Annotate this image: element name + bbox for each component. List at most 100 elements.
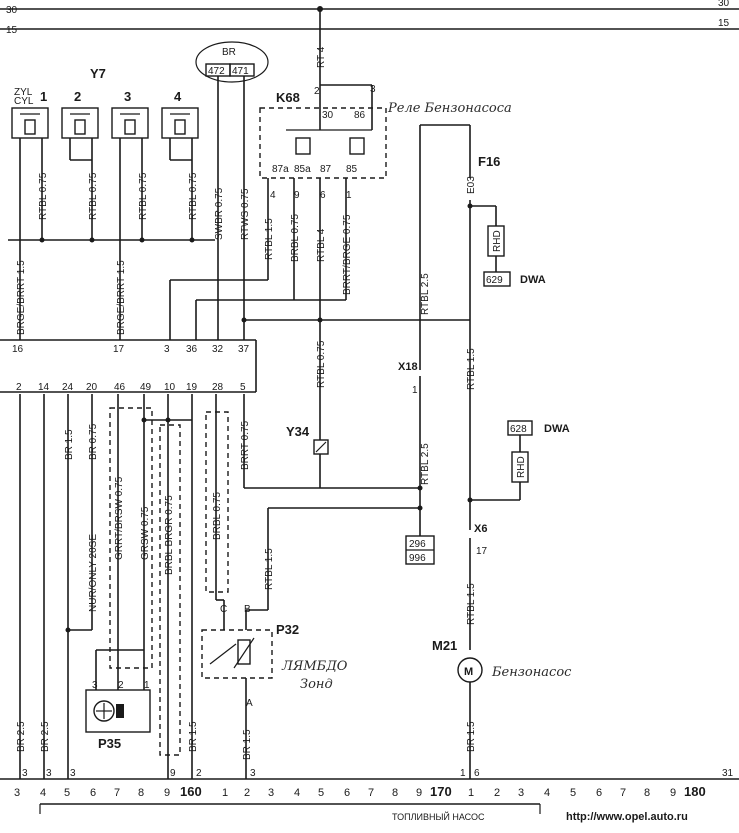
svg-text:628: 628 bbox=[510, 424, 527, 435]
svg-text:BRGE/BRRT 1.5: BRGE/BRRT 1.5 bbox=[16, 260, 27, 335]
svg-text:CYL: CYL bbox=[14, 96, 34, 107]
svg-text:87a: 87a bbox=[272, 164, 289, 175]
svg-text:3: 3 bbox=[268, 787, 274, 799]
svg-text:1: 1 bbox=[468, 787, 474, 799]
svg-text:E03: E03 bbox=[466, 176, 477, 194]
svg-text:30: 30 bbox=[322, 110, 334, 121]
svg-text:GRRT/BRSW 0.75: GRRT/BRSW 0.75 bbox=[114, 476, 125, 560]
svg-text:37: 37 bbox=[238, 344, 250, 355]
svg-text:P32: P32 bbox=[276, 622, 299, 637]
svg-text:10: 10 bbox=[164, 382, 176, 393]
svg-text:BRRT/BRGE 0.75: BRRT/BRGE 0.75 bbox=[342, 214, 353, 295]
svg-text:996: 996 bbox=[409, 553, 426, 564]
svg-text:3: 3 bbox=[124, 89, 131, 104]
svg-text:19: 19 bbox=[186, 382, 198, 393]
svg-text:7: 7 bbox=[620, 787, 626, 799]
svg-text:49: 49 bbox=[140, 382, 152, 393]
ecu-connector: 16 17 3 36 32 37 2 14 24 20 46 49 10 19 … bbox=[0, 339, 257, 393]
svg-text:2: 2 bbox=[74, 89, 81, 104]
svg-text:629: 629 bbox=[486, 275, 503, 286]
svg-text:RTBL 1.5: RTBL 1.5 bbox=[466, 348, 477, 390]
svg-text:8: 8 bbox=[392, 787, 398, 799]
svg-text:BRGE/BRRT 1.5: BRGE/BRRT 1.5 bbox=[116, 260, 127, 335]
svg-text:7: 7 bbox=[114, 787, 120, 799]
svg-text:15: 15 bbox=[718, 18, 730, 29]
p35-sensor: 3 2 1 P35 bbox=[85, 680, 151, 751]
rail-30: 30 30 bbox=[0, 0, 739, 16]
svg-text:2: 2 bbox=[16, 382, 22, 393]
svg-text:X18: X18 bbox=[398, 361, 418, 373]
svg-text:2: 2 bbox=[118, 680, 124, 691]
svg-text:BR 2.5: BR 2.5 bbox=[40, 721, 51, 752]
svg-text:RTBL 0.75: RTBL 0.75 bbox=[188, 172, 199, 220]
y7-injector-group: Y7 ZYL CYL 1 2 3 4 bbox=[11, 66, 199, 139]
svg-text:BR 1.5: BR 1.5 bbox=[242, 729, 253, 760]
svg-text:BR 0.75: BR 0.75 bbox=[88, 423, 99, 460]
svg-text:9: 9 bbox=[416, 787, 422, 799]
svg-text:BRRT 0.75: BRRT 0.75 bbox=[240, 420, 251, 470]
svg-text:30: 30 bbox=[6, 5, 18, 16]
svg-text:20: 20 bbox=[86, 382, 98, 393]
svg-text:16: 16 bbox=[12, 344, 24, 355]
svg-text:RTBL 1.5: RTBL 1.5 bbox=[264, 218, 275, 260]
svg-text:9: 9 bbox=[670, 787, 676, 799]
svg-text:4: 4 bbox=[294, 787, 300, 799]
svg-text:M21: M21 bbox=[432, 638, 457, 653]
br-connector: BR 472 471 bbox=[195, 41, 269, 83]
svg-text:14: 14 bbox=[38, 382, 50, 393]
svg-text:1: 1 bbox=[222, 787, 228, 799]
svg-text:2: 2 bbox=[244, 787, 250, 799]
footer-url[interactable]: http://www.opel.auto.ru bbox=[566, 811, 688, 823]
svg-text:2: 2 bbox=[314, 86, 320, 97]
dwa-628-group: 628 DWA RHD bbox=[507, 420, 570, 483]
m21-fuel-pump: M21 M Бензонасос bbox=[432, 638, 572, 683]
svg-text:17: 17 bbox=[476, 546, 488, 557]
f16-fuse: F16 E03 bbox=[466, 154, 500, 194]
svg-text:4: 4 bbox=[40, 787, 46, 799]
rail-15: 15 15 bbox=[0, 18, 739, 36]
svg-text:6: 6 bbox=[320, 190, 326, 201]
footer-caption: ТОПЛИВНЫЙ НАСОС bbox=[392, 811, 485, 822]
svg-text:8: 8 bbox=[644, 787, 650, 799]
svg-text:BRBL 0.75: BRBL 0.75 bbox=[290, 214, 301, 262]
svg-text:K68: K68 bbox=[276, 90, 300, 105]
y34-valve: Y34 bbox=[286, 424, 329, 455]
svg-text:RTBL 0.75: RTBL 0.75 bbox=[316, 340, 327, 388]
svg-text:X6: X6 bbox=[474, 523, 487, 535]
svg-text:9: 9 bbox=[294, 190, 300, 201]
svg-text:RTBL 0.75: RTBL 0.75 bbox=[88, 172, 99, 220]
svg-text:180: 180 bbox=[684, 784, 706, 799]
x18-connector: X18 1 bbox=[398, 361, 418, 396]
svg-text:RHD: RHD bbox=[516, 456, 527, 478]
svg-text:36: 36 bbox=[186, 344, 198, 355]
svg-text:31: 31 bbox=[722, 768, 734, 779]
svg-text:F16: F16 bbox=[478, 154, 500, 169]
ground-pins: 3 3 3 9 2 3 1 6 bbox=[22, 768, 480, 779]
footer-grid-numbers: 3 4 5 6 7 8 9 160 1 2 3 4 5 6 7 8 9 170 … bbox=[14, 784, 706, 799]
svg-text:1: 1 bbox=[144, 680, 150, 691]
svg-text:SWBR 0.75: SWBR 0.75 bbox=[214, 187, 225, 240]
svg-text:NUR/ONLY 20SE: NUR/ONLY 20SE bbox=[88, 534, 99, 612]
svg-text:RTBL 1.5: RTBL 1.5 bbox=[466, 583, 477, 625]
svg-text:RHD: RHD bbox=[492, 230, 503, 252]
svg-text:17: 17 bbox=[113, 344, 125, 355]
svg-text:6: 6 bbox=[344, 787, 350, 799]
svg-text:46: 46 bbox=[114, 382, 126, 393]
svg-text:6: 6 bbox=[90, 787, 96, 799]
svg-text:5: 5 bbox=[64, 787, 70, 799]
svg-text:3: 3 bbox=[164, 344, 170, 355]
svg-text:BRBL 0.75: BRBL 0.75 bbox=[212, 492, 223, 540]
svg-text:A: A bbox=[246, 698, 253, 709]
svg-text:86: 86 bbox=[354, 110, 366, 121]
svg-text:28: 28 bbox=[212, 382, 224, 393]
plug-296-996: 296 996 bbox=[405, 535, 435, 565]
svg-text:RTBL 2.5: RTBL 2.5 bbox=[420, 443, 431, 485]
svg-text:2: 2 bbox=[196, 768, 202, 779]
svg-text:RTBL 4: RTBL 4 bbox=[316, 228, 327, 262]
svg-text:1: 1 bbox=[460, 768, 466, 779]
svg-text:P35: P35 bbox=[98, 736, 121, 751]
svg-text:3: 3 bbox=[370, 84, 376, 95]
svg-text:BRBL BRGR 0.75: BRBL BRGR 0.75 bbox=[164, 495, 175, 575]
x6-connector: X6 17 bbox=[474, 523, 488, 557]
